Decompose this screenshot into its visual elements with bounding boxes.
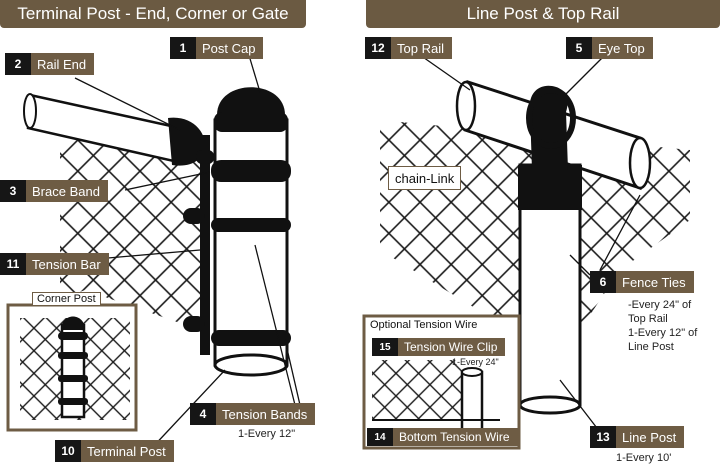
terminal-post <box>211 87 291 377</box>
tension-bar <box>200 135 210 355</box>
label-eye-top: 5 Eye Top <box>566 37 653 59</box>
label-number: 3 <box>0 180 26 202</box>
label-text: Bottom Tension Wire <box>399 430 510 444</box>
label-text: Eye Top <box>598 40 645 56</box>
corner-post-title: Corner Post <box>32 292 101 306</box>
label-text: Post Cap <box>202 40 256 56</box>
label-text: Fence Ties <box>622 274 686 290</box>
label-brace-band: 3 Brace Band <box>0 180 108 202</box>
label-rail-end: 2 Rail End <box>5 53 95 75</box>
label-text: Brace Band <box>32 183 100 199</box>
label-text: Terminal Post <box>87 443 166 459</box>
note-fence-ties: -Every 24" of Top Rail 1-Every 12" of Li… <box>628 299 698 353</box>
label-text: Tension Bands <box>222 406 308 422</box>
label-text: Tension Bar <box>32 256 101 272</box>
leader-lines <box>61 51 641 451</box>
label-fence-ties: 6 Fence Ties <box>590 271 694 293</box>
optional-tension-wire-title: Optional Tension Wire <box>370 319 478 331</box>
note-tension-bands: 1-Every 12" <box>238 428 296 440</box>
header-terminal-post: Terminal Post - End, Corner or Gate <box>0 0 306 28</box>
rail-end-fitting <box>168 117 205 166</box>
label-text: Line Post <box>622 429 677 445</box>
label-tension-bar: 11 Tension Bar <box>0 253 109 275</box>
eye-top <box>529 85 568 170</box>
label-number: 2 <box>5 53 31 75</box>
label-bottom-tension-wire: 14 Bottom Tension Wire <box>367 428 518 446</box>
label-number: 11 <box>0 253 26 275</box>
label-number: 1 <box>170 37 196 59</box>
label-number: 6 <box>590 271 616 293</box>
label-tension-wire-clip: 15 Tension Wire Clip <box>372 338 506 356</box>
tension-wire-figure <box>372 367 500 432</box>
note-line-post: 1-Every 10' <box>616 452 672 464</box>
label-number: 10 <box>55 440 81 462</box>
label-number: 12 <box>365 37 391 59</box>
label-tension-bands: 4 Tension Bands <box>190 403 316 425</box>
chain-link-label: chain-Link <box>388 166 462 190</box>
label-number: 14 <box>367 428 393 446</box>
label-number: 4 <box>190 403 216 425</box>
label-text: Tension Wire Clip <box>404 340 498 354</box>
label-top-rail: 12 Top Rail <box>365 37 452 59</box>
label-text: Top Rail <box>397 40 444 56</box>
label-terminal-post: 10 Terminal Post <box>55 440 174 462</box>
label-text: Rail End <box>37 56 87 72</box>
corner-post-figure <box>58 316 88 419</box>
label-number: 15 <box>372 338 398 356</box>
label-number: 5 <box>566 37 592 59</box>
label-number: 13 <box>590 426 616 448</box>
label-line-post: 13 Line Post <box>590 426 685 448</box>
line-post <box>518 163 582 415</box>
header-line-post: Line Post & Top Rail <box>366 0 720 28</box>
label-post-cap: 1 Post Cap <box>170 37 264 59</box>
note-tension-wire-clip: 1-Every 24" <box>452 357 499 367</box>
